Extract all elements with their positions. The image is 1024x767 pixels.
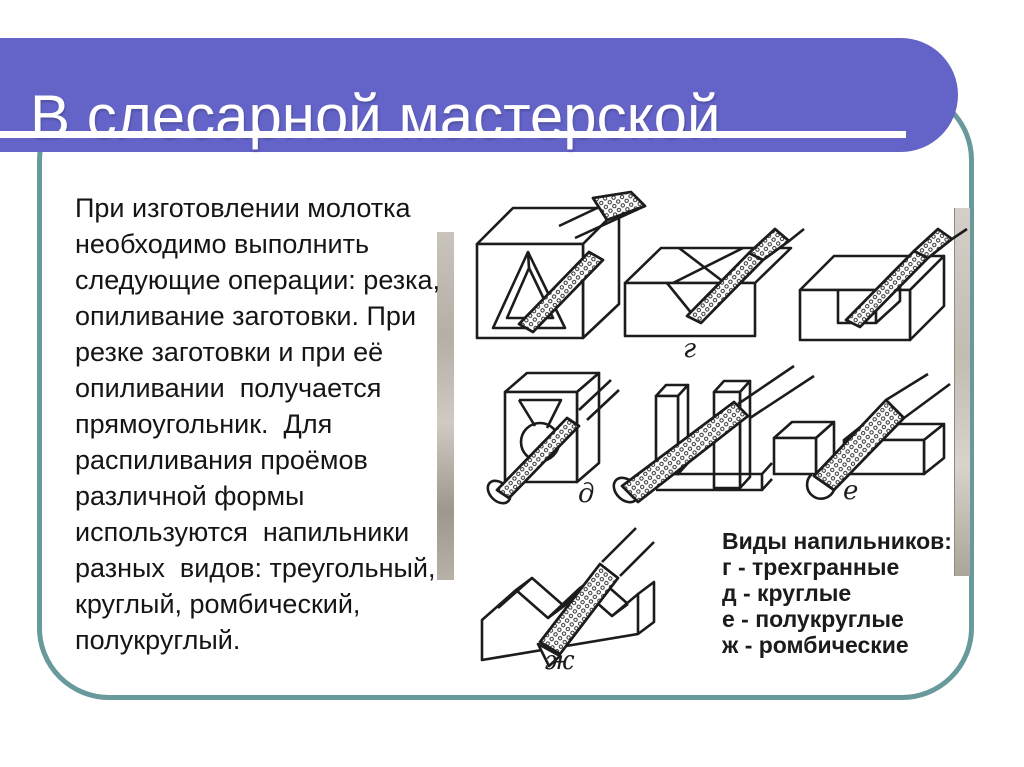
part-label-g: г — [683, 334, 697, 364]
caption-item: д - круглые — [722, 580, 852, 606]
paragraph-line: При изготовлении молотка — [75, 193, 411, 223]
drawing-half-round-file-bar — [760, 374, 950, 502]
paragraph-line: круглый, ромбический, — [75, 589, 361, 619]
title-banner: В слесарной мастерской — [0, 38, 958, 152]
drawing-u-notch-block — [788, 228, 968, 346]
paragraph-line: опиливание заготовки. При — [75, 301, 417, 331]
drawing-v-grooves-rhombic-file — [468, 510, 658, 668]
paragraph-line: опиливании получается — [75, 373, 382, 403]
paragraph-line: прямоугольник. Для — [75, 409, 333, 439]
caption-item: е - полукруглые — [722, 606, 904, 632]
body-paragraph: При изготовлении молотка необходимо выпол… — [75, 190, 465, 658]
caption-item: ж - ромбические — [722, 632, 909, 658]
caption-title: Виды напильников: — [722, 528, 952, 554]
drawing-two-prongs-round-file — [610, 362, 815, 507]
scan-edge-left — [437, 232, 454, 580]
banner-underline — [0, 131, 906, 138]
caption-item: г - трехгранные — [722, 554, 900, 580]
paragraph-line: разных видов: треугольный, — [75, 553, 436, 583]
paragraph-line: распиливания проёмов — [75, 445, 368, 475]
paragraph-line: необходимо выполнить — [75, 229, 370, 259]
part-label-e: е — [843, 476, 859, 506]
part-label-zh: ж — [545, 646, 575, 676]
drawing-keyhole-plate — [483, 362, 623, 504]
paragraph-line: резке заготовки и при её — [75, 337, 384, 367]
part-label-d: д — [578, 479, 595, 509]
paragraph-line: следующие операции: резка, — [75, 265, 441, 295]
drawing-v-notch-bar — [615, 228, 805, 346]
drawing-cube-triangular-hole — [455, 186, 655, 344]
paragraph-line: используются напильники — [75, 517, 410, 547]
paragraph-line: различной формы — [75, 481, 305, 511]
paragraph-line: полукруглый. — [75, 625, 241, 655]
slide-title: В слесарной мастерской — [30, 83, 721, 150]
scan-edge-right — [954, 208, 970, 576]
